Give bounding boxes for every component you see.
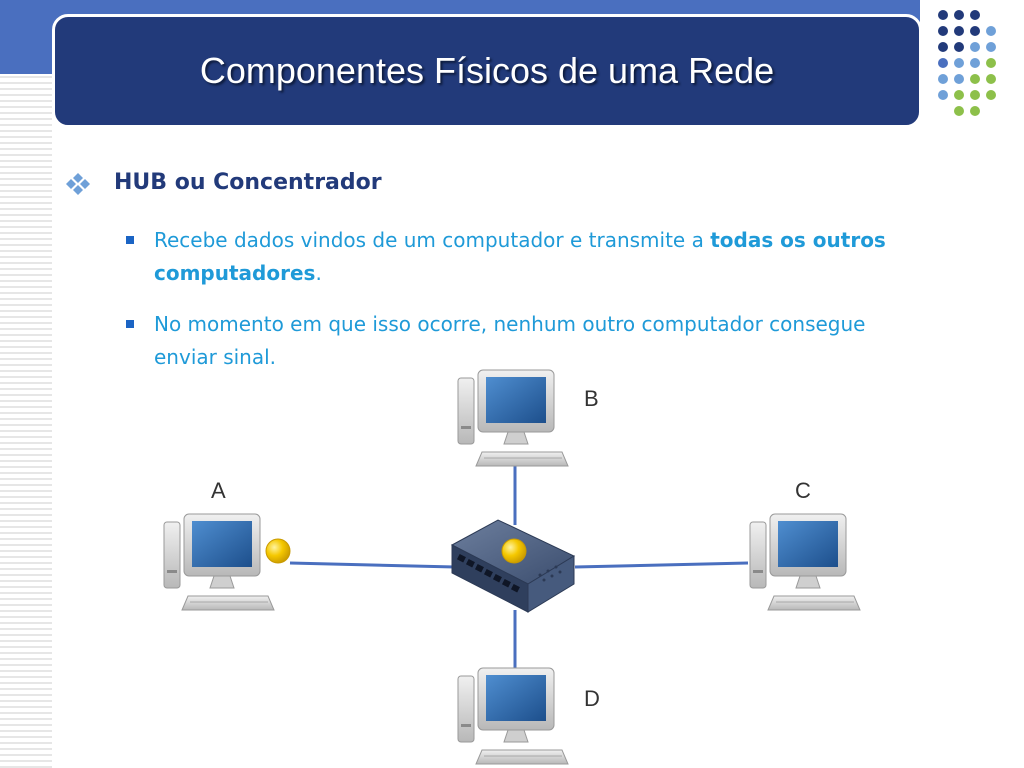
computer-icon-c: [749, 513, 861, 611]
bullet-text-2: No momento em que isso ocorre, nenhum ou…: [154, 312, 866, 369]
computer-icon-a: [163, 513, 275, 611]
bullet-1-end-text: .: [315, 261, 322, 285]
link-hub-c: [574, 561, 749, 569]
node-label-c: C: [795, 478, 811, 503]
signal-dot-icon-hub: [501, 538, 527, 564]
computer-icon-d: [457, 667, 569, 765]
square-bullet-icon: [126, 236, 134, 244]
square-bullet-icon: [126, 320, 134, 328]
signal-dot-icon-a: [265, 538, 291, 564]
computer-icon-b: [457, 369, 569, 467]
node-label-a: A: [211, 478, 226, 503]
diamond-bullet-icon: [64, 172, 92, 201]
decorative-dots: [936, 8, 1006, 128]
title-banner: Componentes Físicos de uma Rede: [52, 14, 922, 128]
network-hub-icon: [450, 519, 576, 613]
bullet-text-1: Recebe dados vindos de um computador e t…: [154, 224, 984, 290]
section-heading: HUB ou Concentrador: [114, 170, 382, 195]
slide-title: Componentes Físicos de uma Rede: [199, 50, 775, 91]
link-a-hub: [289, 561, 456, 569]
left-decorative-stripes: [0, 0, 52, 768]
node-label-d: D: [584, 686, 600, 711]
bullet-1-text: Recebe dados vindos de um computador e t…: [154, 228, 711, 252]
node-label-b: B: [584, 386, 599, 411]
bullet-1-bold-text: todas os outros computadores: [154, 228, 886, 285]
